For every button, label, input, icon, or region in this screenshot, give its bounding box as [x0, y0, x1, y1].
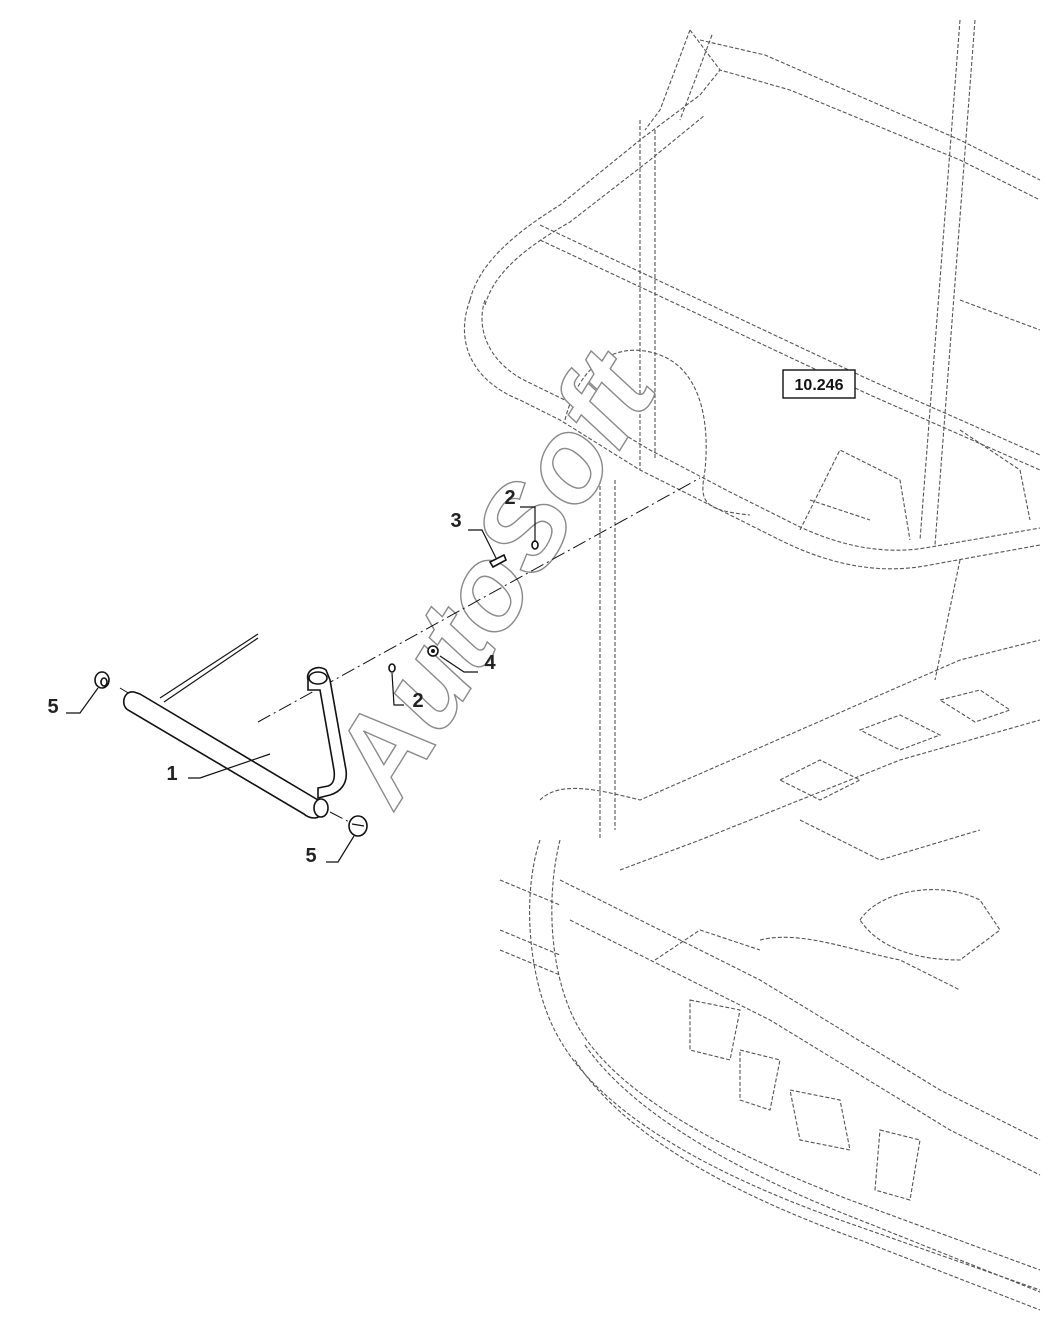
part-4-nut — [427, 645, 439, 657]
section-reference-box[interactable]: 10.246 — [782, 369, 856, 399]
part-2-pin-lower — [388, 663, 396, 673]
callout-4[interactable]: 4 — [439, 652, 496, 674]
part-1-rod-assembly — [122, 633, 348, 819]
callout-1-label: 1 — [166, 763, 177, 785]
callout-3-label: 3 — [450, 510, 461, 532]
callout-2-upper-label: 2 — [504, 487, 515, 509]
part-3-bolt — [488, 553, 508, 569]
section-reference-label: 10.246 — [795, 377, 844, 394]
machine-frame — [463, 19, 1041, 1311]
part-5-cap-lower — [348, 815, 368, 837]
callout-3[interactable]: 3 — [450, 510, 497, 559]
watermark-text: AutoSoft — [304, 327, 684, 826]
callout-5-lower[interactable]: 5 — [305, 835, 355, 867]
callout-5-upper[interactable]: 5 — [47, 687, 99, 718]
callout-1[interactable]: 1 — [166, 753, 271, 785]
part-2-pin-upper — [531, 540, 539, 550]
callout-4-label: 4 — [484, 652, 496, 674]
part-5-cap-upper — [94, 671, 110, 689]
callout-5-lower-label: 5 — [305, 845, 316, 867]
watermark: AutoSoft — [303, 327, 684, 827]
callout-2-upper[interactable]: 2 — [504, 487, 536, 542]
callout-5-upper-label: 5 — [47, 696, 58, 718]
callout-2-lower[interactable]: 2 — [391, 672, 424, 712]
callout-2-lower-label: 2 — [412, 690, 423, 712]
